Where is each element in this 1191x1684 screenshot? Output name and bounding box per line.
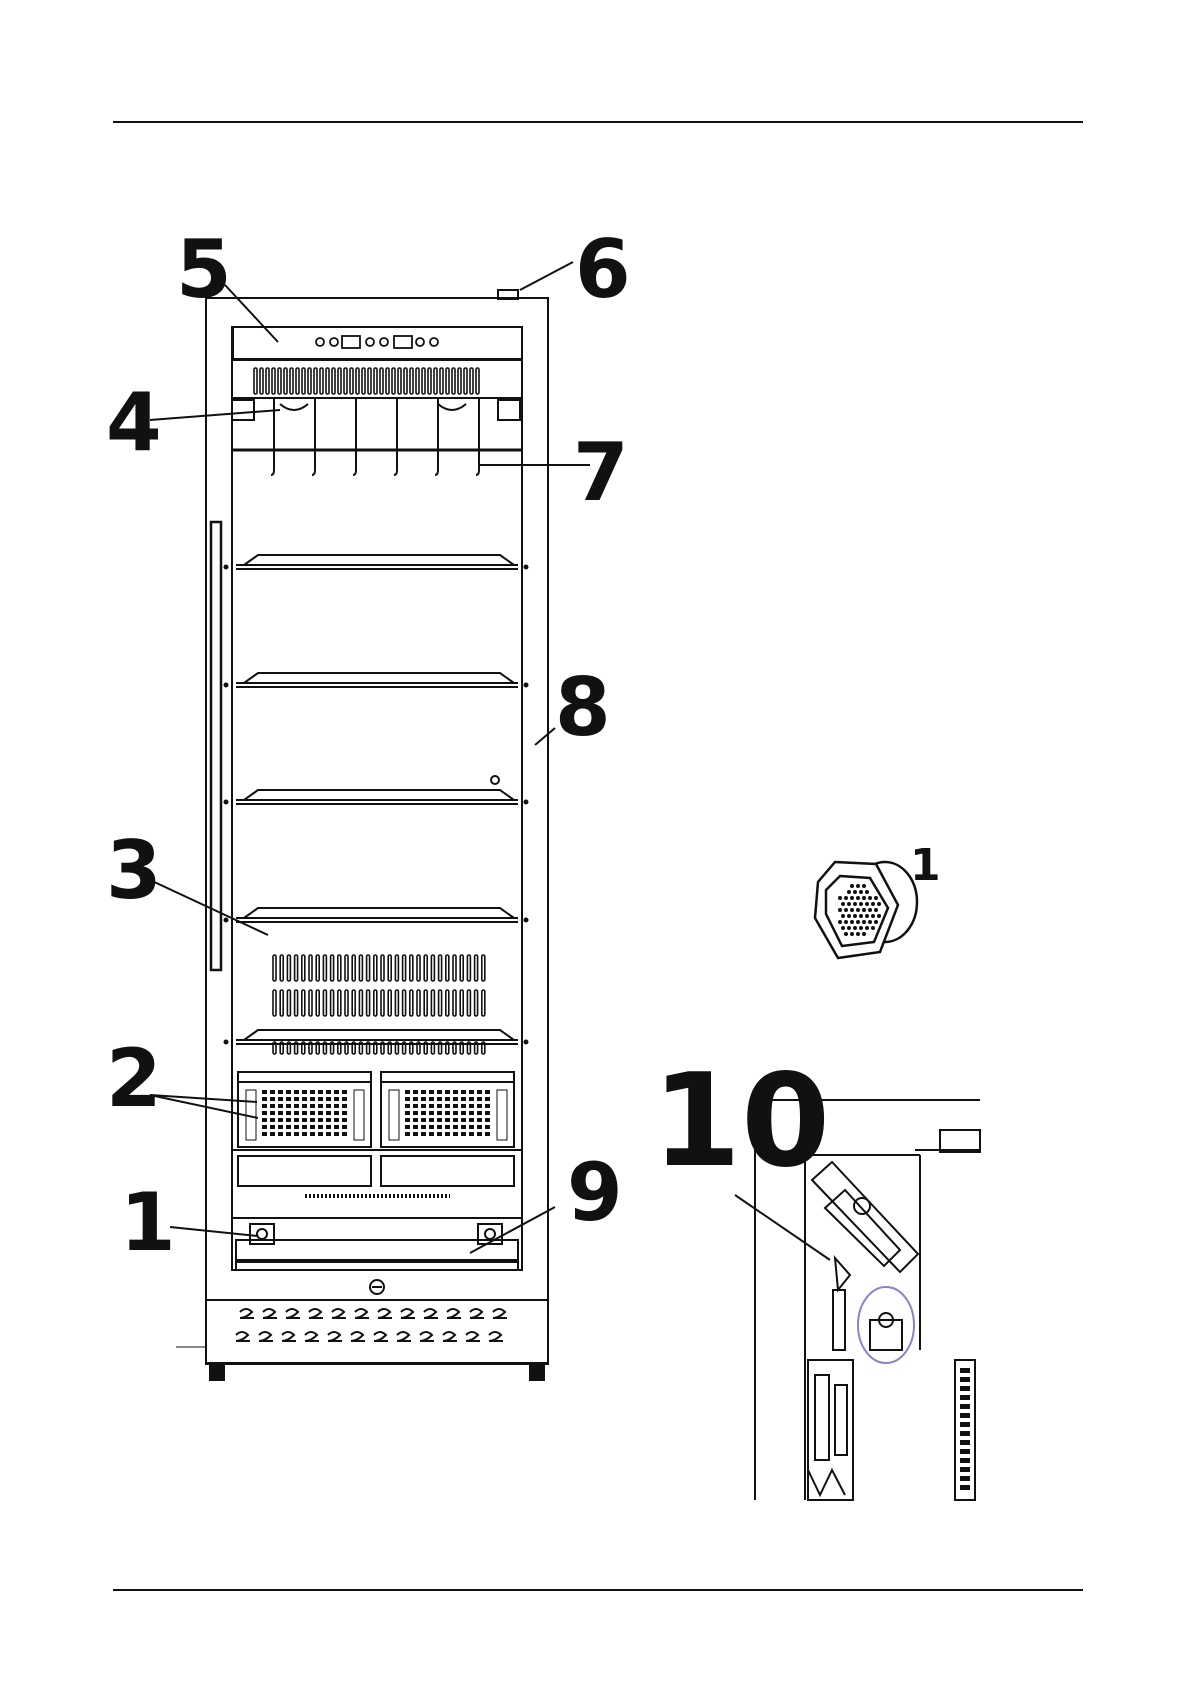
- drawers: [232, 1072, 522, 1196]
- cabinet-outer: [206, 298, 548, 1363]
- leg-left: [210, 1364, 224, 1380]
- door-handle: [211, 522, 221, 970]
- callout-5: 5: [176, 223, 232, 316]
- leg-right: [530, 1364, 544, 1380]
- plinth-vents: [236, 1309, 507, 1341]
- callout-7: 7: [573, 426, 629, 519]
- cabinet-drawing: [176, 290, 548, 1380]
- control-panel: [233, 327, 522, 359]
- callout-8: 8: [555, 661, 611, 754]
- callout-3: 3: [106, 824, 162, 917]
- light-left: [232, 400, 254, 420]
- drawer-mesh: [246, 1090, 507, 1140]
- callout-1: 1: [120, 1176, 176, 1269]
- callout-10: 10: [652, 1047, 830, 1196]
- callout-4: 4: [106, 376, 162, 469]
- callout-6: 6: [575, 223, 631, 316]
- rack-slots: [960, 1368, 970, 1490]
- highlight-circle: [858, 1287, 914, 1363]
- top-vent-grille: [254, 368, 479, 394]
- light-right: [498, 400, 520, 420]
- callout-9: 9: [567, 1146, 623, 1239]
- callout-2: 2: [106, 1032, 162, 1125]
- detail-label-1: 1: [910, 840, 941, 891]
- foot-knob-detail: [815, 862, 917, 958]
- control-buttons: [316, 336, 438, 348]
